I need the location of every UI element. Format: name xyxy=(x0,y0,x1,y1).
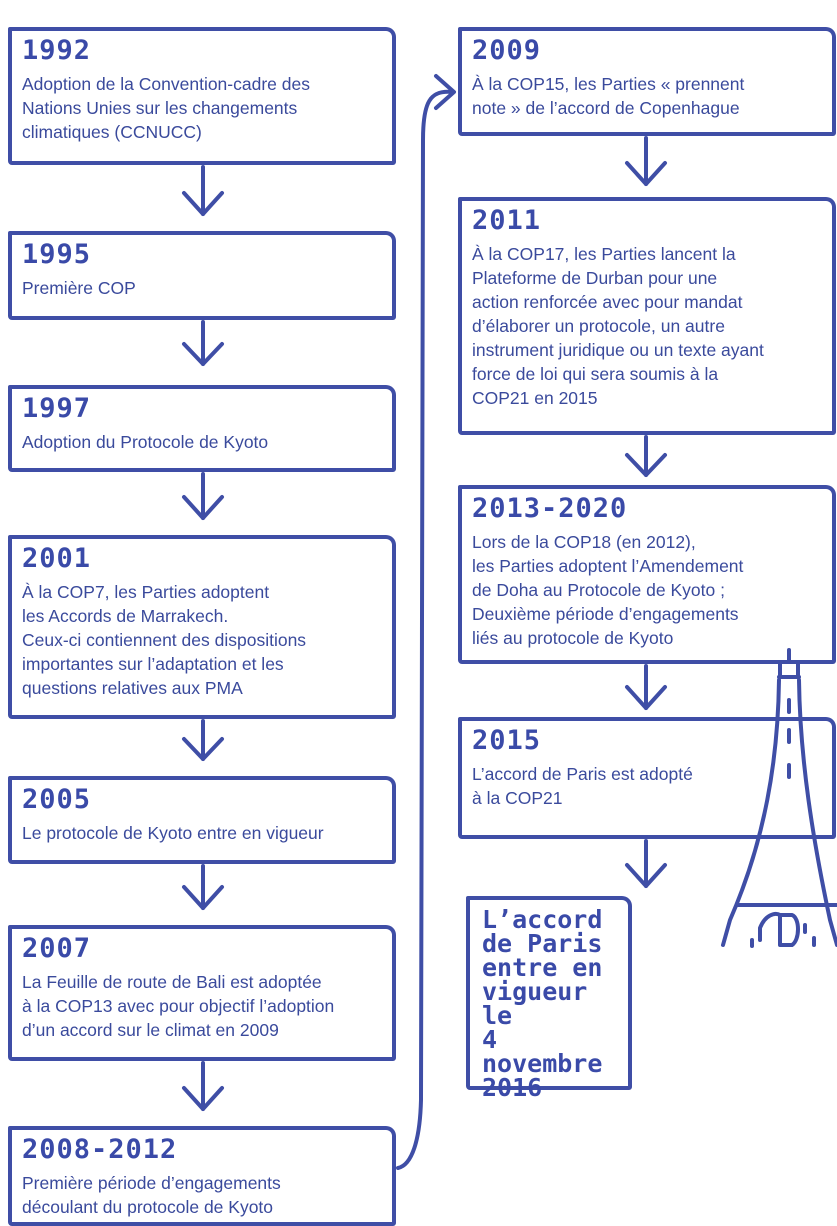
event-description: Le protocole de Kyoto entre en vigueur xyxy=(22,823,324,843)
event-description: La Feuille de route de Bali est adoptée … xyxy=(22,972,335,1040)
arrow-down-icon xyxy=(625,136,667,186)
year-label: 2001 xyxy=(22,543,92,574)
arrow-down-icon xyxy=(625,839,667,888)
event-description: À la COP7, les Parties adoptent les Acco… xyxy=(22,582,307,698)
timeline-box-2001: 2001 À la COP7, les Parties adoptent les… xyxy=(8,535,396,719)
arrow-down-icon xyxy=(182,719,224,761)
year-label: 2008-2012 xyxy=(22,1134,178,1165)
timeline-box-1992: 1992 Adoption de la Convention-cadre des… xyxy=(8,27,396,165)
event-description: Adoption du Protocole de Kyoto xyxy=(22,432,269,452)
timeline-box-2005: 2005 Le protocole de Kyoto entre en vigu… xyxy=(8,776,396,864)
event-description: Première période d’engagements découlant… xyxy=(22,1173,281,1217)
year-label: 2011 xyxy=(472,205,542,236)
year-label: 2015 xyxy=(472,725,542,756)
arrow-down-icon xyxy=(182,1061,224,1111)
event-description: Adoption de la Convention-cadre des Nati… xyxy=(22,74,310,142)
year-label: 2007 xyxy=(22,933,92,964)
event-description: Première COP xyxy=(22,278,136,298)
timeline-box-2009: 2009 À la COP15, les Parties « prennent … xyxy=(458,27,836,136)
final-statement: L’accord de Paris entre en vigueur le 4 … xyxy=(482,905,603,1102)
timeline-box-2008-2012: 2008-2012 Première période d’engagements… xyxy=(8,1126,396,1226)
year-label: 2005 xyxy=(22,784,92,815)
arrow-down-icon xyxy=(625,664,667,710)
timeline-box-2015: 2015 L’accord de Paris est adopté à la C… xyxy=(458,717,836,839)
year-label: 2013-2020 xyxy=(472,493,628,524)
timeline-box-2007: 2007 La Feuille de route de Bali est ado… xyxy=(8,925,396,1061)
arrow-down-icon xyxy=(182,472,224,520)
year-label: 1992 xyxy=(22,35,92,66)
timeline-box-1995: 1995 Première COP xyxy=(8,231,396,320)
year-label: 1997 xyxy=(22,393,92,424)
event-description: Lors de la COP18 (en 2012), les Parties … xyxy=(472,532,744,648)
final-box-paris-agreement: L’accord de Paris entre en vigueur le 4 … xyxy=(466,896,632,1100)
arrow-down-icon xyxy=(182,320,224,366)
timeline-box-2013-2020: 2013-2020 Lors de la COP18 (en 2012), le… xyxy=(458,485,836,664)
event-description: À la COP15, les Parties « prennent note … xyxy=(472,74,745,118)
arrow-down-icon xyxy=(182,864,224,910)
event-description: À la COP17, les Parties lancent la Plate… xyxy=(472,244,764,408)
eiffel-tower-icon xyxy=(721,648,837,948)
timeline-box-1997: 1997 Adoption du Protocole de Kyoto xyxy=(8,385,396,472)
arrow-down-icon xyxy=(625,435,667,477)
arrow-down-icon xyxy=(182,165,224,216)
event-description: L’accord de Paris est adopté à la COP21 xyxy=(472,764,693,808)
timeline-box-2011: 2011 À la COP17, les Parties lancent la … xyxy=(458,197,836,435)
year-label: 1995 xyxy=(22,239,92,270)
connector-arrow-icon xyxy=(396,74,456,1170)
year-label: 2009 xyxy=(472,35,542,66)
